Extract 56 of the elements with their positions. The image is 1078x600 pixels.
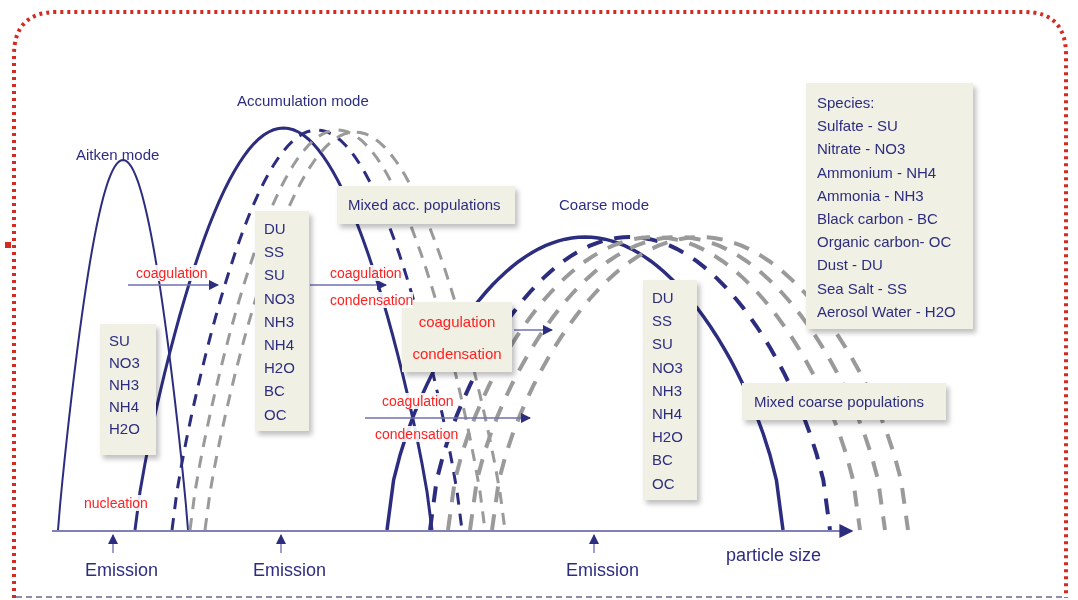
legend-entry: Sea Salt - SS [817, 278, 908, 299]
species-code: SS [652, 311, 672, 332]
emission-label: Emission [253, 560, 327, 581]
process-label: nucleation [84, 495, 148, 511]
process-label: condensation [330, 292, 414, 308]
species-code: OC [652, 473, 675, 494]
species-code: NH3 [264, 311, 294, 332]
species-box [643, 280, 697, 500]
process-label: condensation [375, 426, 459, 442]
legend-entry: Ammonium - NH4 [817, 162, 937, 183]
species-code: BC [652, 450, 673, 471]
box-label: Mixed coarse populations [754, 392, 925, 412]
species-code: DU [264, 219, 286, 239]
legend-heading: Species: [817, 93, 875, 113]
legend-entry: Dust - DU [817, 255, 883, 276]
population-box [742, 383, 946, 420]
species-box [255, 211, 309, 431]
species-code: H2O [109, 419, 140, 439]
process-label: coagulation [330, 265, 402, 281]
legend-entry: Black carbon - BC [817, 209, 938, 229]
legend-entry: Sulfate - SU [817, 116, 898, 137]
species-code: SU [109, 331, 130, 351]
legend-box [806, 83, 973, 329]
legend-entry: Nitrate - NO3 [817, 139, 906, 160]
species-code: BC [264, 381, 285, 402]
species-code: NH3 [652, 380, 682, 401]
species-code: DU [652, 288, 674, 308]
species-code: NO3 [109, 353, 140, 373]
species-code: NH4 [652, 404, 682, 424]
species-code: H2O [652, 427, 683, 448]
process-label: coagulation [136, 265, 208, 281]
species-code: SU [652, 334, 673, 355]
process-label: coagulation [418, 312, 496, 332]
emission-label: Emission [85, 560, 159, 581]
mode-title: Accumulation mode [237, 92, 369, 109]
legend-entry: Organic carbon- OC [817, 232, 952, 253]
axis-title: particle size [726, 545, 822, 566]
species-code: SS [264, 242, 284, 263]
species-code: OC [264, 404, 287, 425]
legend-entry: Aerosol Water - H2O [817, 301, 956, 322]
emission-label: Emission [566, 560, 640, 581]
species-code: NO3 [264, 288, 295, 309]
species-code: NO3 [652, 357, 683, 378]
species-code: NH4 [264, 335, 294, 355]
species-code: H2O [264, 358, 295, 379]
box-label: Mixed acc. populations [348, 195, 501, 215]
mode-title: Aitken mode [76, 146, 160, 163]
species-code: SU [264, 265, 285, 286]
mode-title: Coarse mode [559, 196, 650, 213]
species-box [100, 324, 156, 455]
population-box [337, 186, 515, 224]
process-label: coagulation [382, 393, 454, 409]
legend-entry: Ammonia - NH3 [817, 185, 924, 206]
process-label: condensation [412, 344, 502, 364]
species-code: NH4 [109, 397, 139, 417]
species-code: NH3 [109, 375, 139, 395]
